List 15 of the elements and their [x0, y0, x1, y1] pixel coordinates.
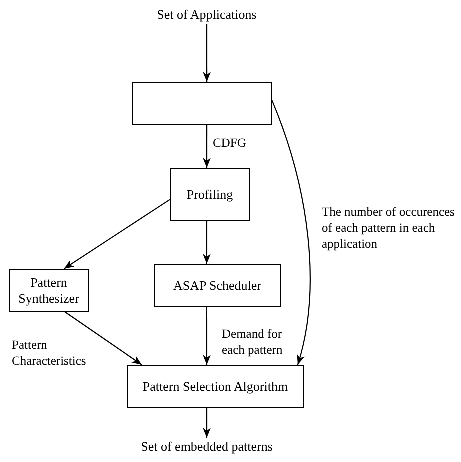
flow-text: Set of Applications: [150, 6, 264, 24]
arrow: [64, 199, 170, 270]
flow-text: Set of embedded patterns: [140, 438, 274, 456]
process-box: ASAP Scheduler: [154, 264, 281, 307]
arrow: [203, 24, 212, 82]
arrow: [203, 307, 211, 365]
process-box: [132, 82, 272, 125]
process-box: Pattern Synthesizer: [9, 269, 89, 312]
process-box: Profiling: [170, 168, 250, 221]
arrow: [203, 408, 211, 438]
arrow: [203, 125, 211, 168]
arrow: [202, 221, 211, 264]
arrow: [64, 312, 142, 366]
arrow: [271, 100, 311, 366]
process-box: Pattern Selection Algorithm: [127, 365, 304, 408]
